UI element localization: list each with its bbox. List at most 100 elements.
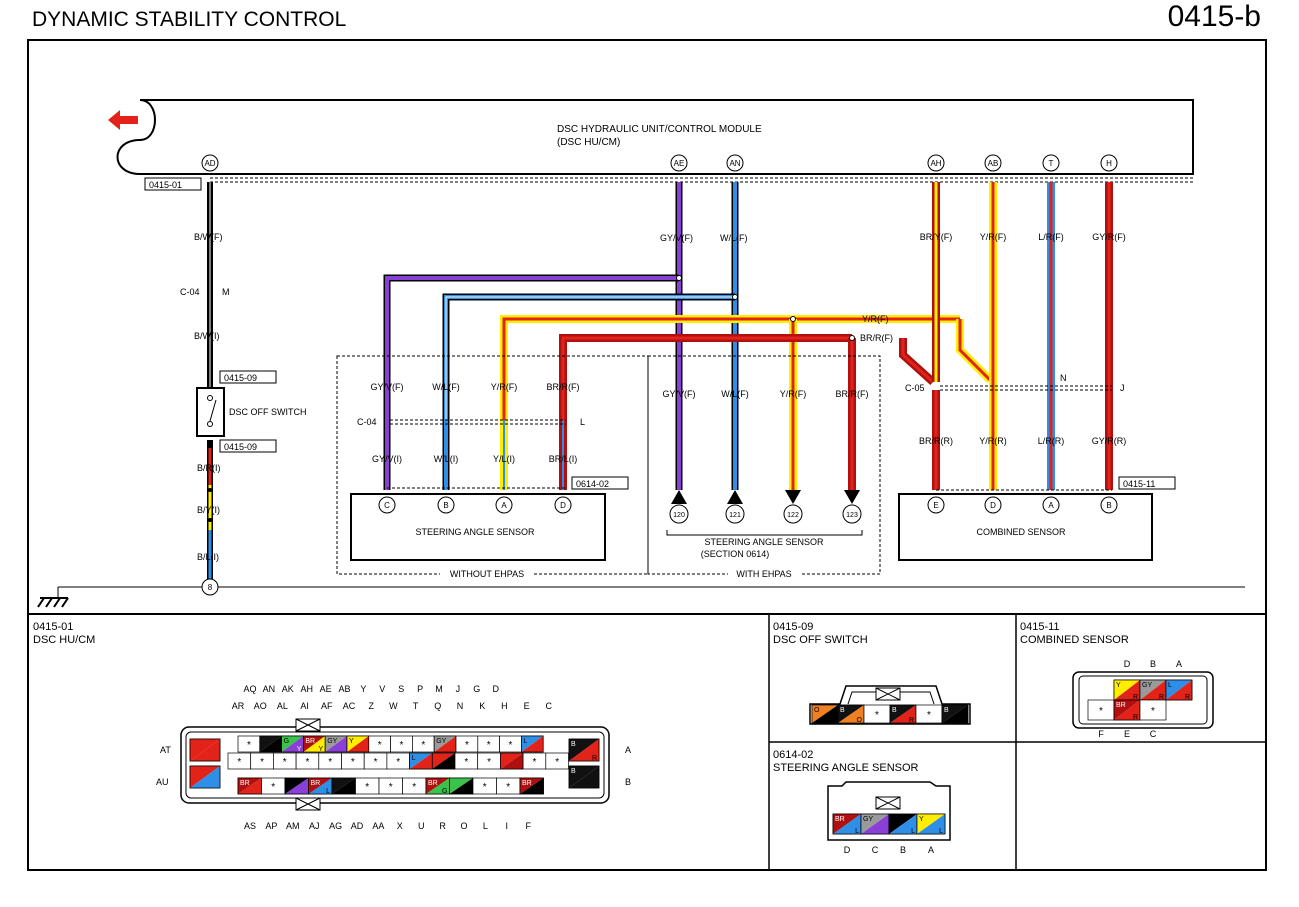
wo-brl-i: BR/L(I) (549, 454, 578, 464)
cell-stripe-color (259, 736, 282, 752)
cell-label: G (284, 738, 289, 745)
hu-label-top2: AR (232, 701, 245, 711)
cell-label: R (909, 717, 914, 724)
r-gyr-r: GY/R(R) (1092, 436, 1127, 446)
cell-stripe-color (281, 736, 304, 752)
cell-label: B (571, 741, 576, 748)
cell-label: GY (436, 738, 446, 745)
pin-an: AN (729, 159, 740, 168)
cell-stripe-color (917, 814, 945, 834)
cell-label: O (814, 707, 820, 714)
cs-top-d: D (1124, 659, 1131, 669)
cell-star: * (396, 757, 400, 768)
pin-ab: AB (988, 159, 999, 168)
cell-star: * (506, 782, 510, 793)
cell-label: L (412, 755, 416, 762)
cell-star: * (487, 740, 491, 751)
wo-pin-b: B (443, 501, 448, 510)
cell-star: * (532, 757, 536, 768)
sas-bot-d: D (844, 845, 851, 855)
cs-bot-f: F (1098, 729, 1104, 739)
cell-label: BR (522, 780, 532, 787)
hu-label-bottom: AJ (309, 821, 320, 831)
hu-label-bottom: L (483, 821, 488, 831)
sas-bot-b: B (900, 845, 906, 855)
cell-label: BR (428, 780, 438, 787)
cell-stripe-color (432, 753, 455, 769)
hu-label-bottom: O (460, 821, 467, 831)
hu-label-top1: Y (360, 684, 366, 694)
hu-label-top2: AC (343, 701, 356, 711)
cell-stripe-color (1166, 680, 1192, 700)
mid-wires (383, 182, 993, 490)
cell-stripe-color (190, 766, 220, 788)
cell-label: Y (349, 738, 354, 745)
connector-pin-n: N (1060, 373, 1067, 383)
module-ref: 0415-01 (149, 180, 182, 190)
cs-top-a: A (1176, 659, 1182, 669)
r-lr-f: L/R(F) (1038, 232, 1064, 242)
label-yr-f-mid: Y/R(F) (862, 314, 889, 324)
pin-ad: AD (204, 159, 215, 168)
hu-label-top1: AQ (243, 684, 256, 694)
hu-label-top2: AO (254, 701, 267, 711)
continue-arrow-icon (108, 110, 138, 130)
caption-without-ehpas: WITHOUT EHPAS (450, 569, 524, 579)
caption-with-ehpas: WITH EHPAS (736, 569, 791, 579)
cell-label: BR (305, 738, 315, 745)
cell-label: W (829, 717, 836, 724)
cell-main-color (303, 736, 326, 752)
cell-main-color (500, 753, 524, 769)
hu-label-top1: J (456, 684, 461, 694)
cs-bot-c: C (1150, 729, 1157, 739)
cell-stripe-color (521, 736, 544, 752)
label-wl-f-top: W/L(F) (720, 233, 748, 243)
cell-label: B (840, 707, 845, 714)
hu-label-bottom: AA (372, 821, 384, 831)
hu-label-top2: AI (300, 701, 309, 711)
hu-label-top2: W (389, 701, 398, 711)
cell-stripe-color (569, 766, 599, 788)
cs-pin-d: D (990, 501, 996, 510)
switch-label: DSC OFF SWITCH (229, 407, 307, 417)
cell-label: B (944, 707, 949, 714)
cs-bot-e: E (1124, 729, 1130, 739)
hu-label-top1: G (473, 684, 480, 694)
hu-label-top1: AB (338, 684, 350, 694)
w-brr-f: BR/R(F) (836, 389, 869, 399)
cell-label: GY (1142, 682, 1152, 689)
cell-star: * (555, 757, 559, 768)
wo-brr-f: BR/R(F) (547, 382, 580, 392)
cell-star: * (305, 757, 309, 768)
hu-label-top2: Z (368, 701, 374, 711)
wo-gyv-i: GY/V(I) (372, 454, 402, 464)
connector-pin-j: J (1120, 383, 1125, 393)
hu-label-top2: AF (321, 701, 333, 711)
wo-yl-i: Y/L(I) (493, 454, 515, 464)
hu-label-top2: T (413, 701, 419, 711)
hu-label-top1: M (435, 684, 443, 694)
cell-label: L (523, 738, 527, 745)
cell-star: * (271, 782, 275, 793)
cell-star: * (875, 710, 879, 721)
hu-label-top1: D (492, 684, 499, 694)
w-yr-f: Y/R(F) (780, 389, 807, 399)
hu-label-top1: S (398, 684, 404, 694)
cell-star: * (378, 740, 382, 751)
cell-label: L (1168, 682, 1172, 689)
wire-bw-i: B/W(I) (194, 331, 220, 341)
cell-label: G (442, 788, 447, 795)
hu-label-top1: AN (263, 684, 276, 694)
module-box (116, 99, 1194, 175)
cell-stripe-color (520, 778, 544, 794)
cell-stripe-color (861, 814, 889, 834)
cell-label: L (939, 828, 943, 835)
cell-label: Y (1116, 682, 1121, 689)
r-yr-f: Y/R(F) (980, 232, 1007, 242)
hu-label-top2: E (524, 701, 530, 711)
cell-label: R (1133, 714, 1138, 721)
hu-label-bottom: AS (244, 821, 256, 831)
wire-bl-i: B/L(I) (197, 552, 219, 562)
cell-label: R (1133, 694, 1138, 701)
